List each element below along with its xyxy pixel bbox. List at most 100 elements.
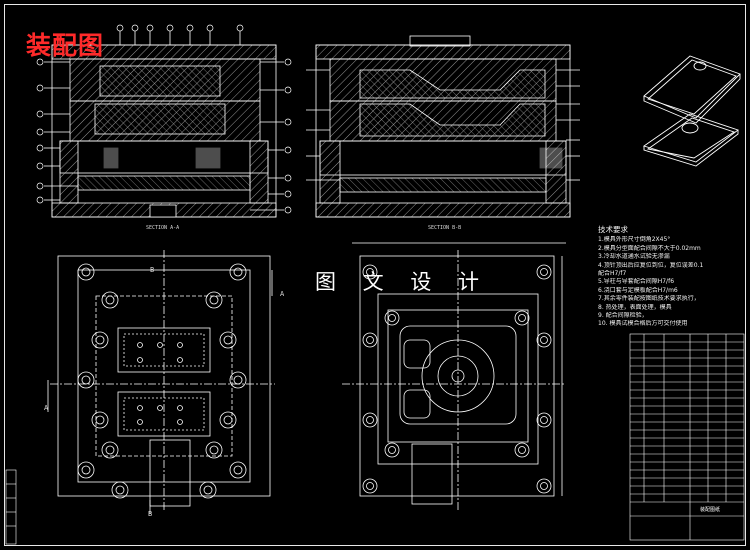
bolt-hole [81, 267, 91, 277]
note-line: 8. 热处理，表面处理，模具 [598, 303, 672, 311]
bolt-hole [362, 332, 378, 348]
bolt-hole [536, 264, 552, 280]
section-mark-a2: A [44, 404, 49, 412]
note-line: 5.导柱与导套配合间隙H7/f6 [598, 278, 675, 286]
bolt-hole [115, 485, 125, 495]
bolt-hole [223, 415, 233, 425]
note-line: 1.模具外形尺寸倒角2X45° [598, 236, 671, 244]
bolt-hole [284, 206, 292, 214]
bolt-hole [177, 357, 183, 363]
bom-rows [630, 341, 744, 495]
bolt-hole [366, 416, 374, 424]
bolt-hole [514, 442, 530, 458]
watermark-text: 图 文 设 计 [315, 270, 490, 294]
section-b-label: SECTION B-B [428, 225, 462, 231]
bolt-hole [177, 342, 183, 348]
bolt-hole [36, 196, 44, 204]
bolt-hole [284, 146, 292, 154]
note-line: 6.浇口套与定模板配合H7/m6 [598, 286, 678, 294]
revision-strip [5, 469, 17, 545]
bolt-hole [219, 411, 237, 429]
bolt-hole [157, 342, 163, 348]
notes-heading: 技术要求 [598, 225, 628, 234]
bolt-hole [91, 411, 109, 429]
note-line: 10. 模具试模合格后方可交付使用 [598, 320, 688, 328]
bolt-hole [284, 190, 292, 198]
bolt-hole [131, 24, 139, 32]
bolt-hole [81, 375, 91, 385]
bolt-hole [209, 445, 219, 455]
bolt-hole [236, 24, 244, 32]
drawing-title: 装配图 [26, 31, 105, 60]
bolt-hole [284, 174, 292, 182]
bolt-hole [366, 336, 374, 344]
section-view-b [306, 35, 580, 218]
bolt-hole [284, 118, 292, 126]
bolt-hole [205, 291, 223, 309]
bolt-hole [36, 110, 44, 118]
bolt-hole [223, 335, 233, 345]
bolt-hole [137, 342, 143, 348]
note-line: 4.顶针顶出后应复位到位，复位误差0.1 [598, 261, 704, 269]
bolt-hole [203, 485, 213, 495]
bolt-hole [366, 482, 374, 490]
bolt-hole [518, 314, 526, 322]
bolt-hole [137, 357, 143, 363]
section-mark-b2: B [150, 266, 155, 274]
note-line: 3.冷却水道通水试验无渗漏 [598, 253, 670, 261]
bolt-hole [219, 331, 237, 349]
bolt-hole [233, 375, 243, 385]
bolt-hole [362, 478, 378, 494]
bolt-hole [101, 291, 119, 309]
note-line: 配合H7/f7 [598, 270, 627, 278]
note-line: 9. 配合间隙检验， [598, 312, 648, 320]
bolt-hole [366, 268, 374, 276]
bolt-hole [77, 263, 95, 281]
bolt-hole [536, 332, 552, 348]
bolt-hole [105, 295, 115, 305]
bolt-hole [36, 144, 44, 152]
bolt-hole [233, 267, 243, 277]
product-isometric [642, 55, 741, 167]
plan-view-fixed [342, 242, 566, 510]
bolt-hole [518, 446, 526, 454]
bolt-hole [36, 162, 44, 170]
bolt-hole [95, 415, 105, 425]
bolt-hole [146, 24, 154, 32]
section-a-label: SECTION A-A [146, 225, 180, 231]
note-line: 7.其余零件装配按图纸技术要求执行， [598, 295, 700, 303]
plan-view-moving [47, 250, 275, 514]
bolt-hole [233, 465, 243, 475]
bolt-hole [177, 405, 183, 411]
bolt-hole [36, 182, 44, 190]
bolt-hole [362, 412, 378, 428]
sheet-label: 装配图纸 [700, 507, 721, 513]
bolt-hole [540, 268, 548, 276]
bolt-hole [77, 461, 95, 479]
bolt-hole [157, 405, 163, 411]
bolt-hole [206, 24, 214, 32]
drawing-frame [4, 4, 746, 546]
bolt-hole [116, 24, 124, 32]
bolt-hole [205, 441, 223, 459]
section-mark-a1: A [280, 290, 285, 298]
note-line: 2.模具分型面配合间隙不大于0.02mm [598, 244, 701, 252]
section-view-a [44, 30, 284, 218]
balloons-a [36, 24, 292, 214]
bolt-hole [36, 84, 44, 92]
bolt-hole [95, 335, 105, 345]
bolt-hole [384, 442, 400, 458]
bolt-hole [514, 310, 530, 326]
bill-of-materials [629, 333, 745, 541]
bolt-hole [101, 441, 119, 459]
bolt-hole [362, 264, 378, 280]
bolt-hole [209, 295, 219, 305]
bolt-hole [137, 405, 143, 411]
bolt-hole [384, 310, 400, 326]
bolt-hole [137, 419, 143, 425]
bolt-hole [36, 58, 44, 66]
bolt-hole [229, 371, 247, 389]
bolt-hole [540, 416, 548, 424]
bolt-hole [36, 128, 44, 136]
